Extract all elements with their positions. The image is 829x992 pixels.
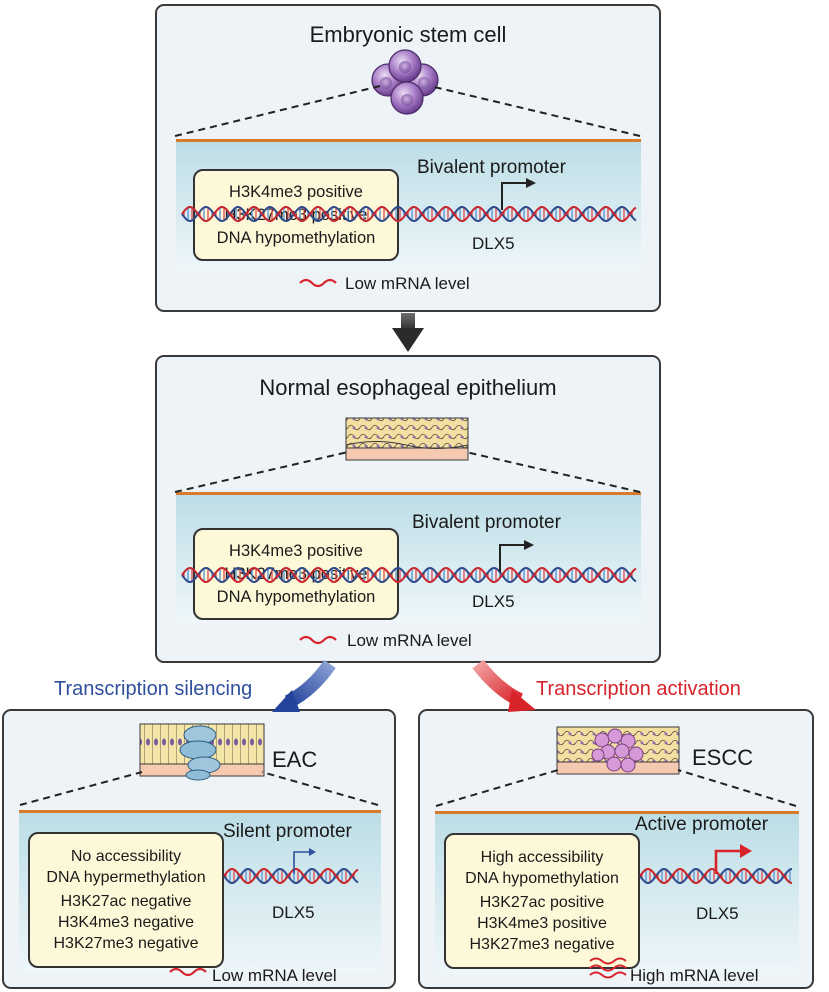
info-line: H3K4me3 negative xyxy=(57,914,195,931)
arrowhead-icon xyxy=(309,848,316,856)
arrowhead-icon xyxy=(740,844,752,858)
zoom-line-right xyxy=(677,769,797,807)
mrna-level-label: Low mRNA level xyxy=(345,274,470,293)
panel-title: Embryonic stem cell xyxy=(309,22,507,47)
promoter-arrow-icon xyxy=(499,544,526,572)
gene-label: DLX5 xyxy=(272,903,315,922)
epigenetic-marks-box: High accessibility DNA hypomethylation H… xyxy=(444,833,640,969)
mrna-wave-icon xyxy=(299,278,337,288)
arrowhead-icon xyxy=(524,540,534,550)
panel-eac: EAC No accessibility DNA hypermethylatio… xyxy=(2,709,396,989)
escc-tissue-icon xyxy=(556,726,680,775)
dna-strand xyxy=(181,205,637,223)
promoter-label: Bivalent promoter xyxy=(417,157,566,178)
stem-cell-cluster-icon xyxy=(371,49,439,115)
mrna-level-label: Low mRNA level xyxy=(347,631,472,650)
gene-label: DLX5 xyxy=(696,904,739,923)
zoom-line-left xyxy=(19,771,143,806)
mrna-level-label: High mRNA level xyxy=(630,966,759,985)
zoom-line-right xyxy=(261,771,379,806)
info-line: H3K27me3 negative xyxy=(53,935,199,952)
info-line: H3K4me3 positive xyxy=(229,182,363,201)
panel-title: ESCC xyxy=(692,745,754,770)
transcription-silencing-label: Transcription silencing xyxy=(54,678,253,700)
zoom-line-left xyxy=(174,451,349,493)
promoter-label: Bivalent promoter xyxy=(412,512,561,533)
dna-helix-icon xyxy=(181,205,637,223)
mrna-level-label: Low mRNA level xyxy=(212,966,337,985)
info-line: H3K4me3 positive xyxy=(229,541,363,560)
promoter-arrow-icon xyxy=(714,849,740,874)
info-line: No accessibility xyxy=(70,848,182,865)
zoom-line-left xyxy=(174,85,381,137)
info-line: DNA hypomethylation xyxy=(216,587,376,606)
zoom-line-left xyxy=(435,769,559,807)
dna-strand xyxy=(223,867,359,885)
info-line: DNA hypomethylation xyxy=(465,870,619,887)
info-line: DNA hypomethylation xyxy=(216,228,376,247)
transcription-activation-label: Transcription activation xyxy=(536,678,741,700)
zoom-line-right xyxy=(465,451,641,493)
silencing-arrowhead-icon xyxy=(272,690,300,712)
mrna-waves-high-icon xyxy=(589,957,627,979)
dna-strand xyxy=(639,867,793,885)
normal-epithelium-tissue-icon xyxy=(345,417,469,461)
info-line: DNA hypermethylation xyxy=(46,869,206,886)
dna-strand xyxy=(181,205,637,223)
zoom-line-right xyxy=(429,85,641,137)
dna-helix-icon xyxy=(223,867,359,885)
panel-title: EAC xyxy=(272,747,318,772)
promoter-label: Active promoter xyxy=(635,814,769,835)
promoter-label: Silent promoter xyxy=(223,821,352,842)
dna-strand xyxy=(181,566,637,584)
panel-title: Normal esophageal epithelium xyxy=(259,375,557,400)
info-line: High accessibility xyxy=(480,849,604,866)
epigenetic-marks-box: No accessibility DNA hypermethylation H3… xyxy=(28,832,224,968)
info-line: H3K27ac negative xyxy=(60,893,192,910)
info-line: H3K27me3 negative xyxy=(469,936,615,953)
dna-helix-icon xyxy=(181,566,637,584)
promoter-arrow-icon xyxy=(293,851,310,874)
down-arrow-icon xyxy=(392,313,424,352)
panel-normal-epithelium: Normal esophageal epithelium H3K4me3 pos… xyxy=(155,355,661,663)
promoter-arrow-icon xyxy=(501,182,528,210)
gene-label: DLX5 xyxy=(472,592,515,611)
silencing-arrow-icon xyxy=(284,659,336,709)
activation-arrowhead-icon xyxy=(508,690,536,712)
info-line: H3K27ac positive xyxy=(479,894,605,911)
info-line: H3K4me3 positive xyxy=(477,915,607,932)
mrna-wave-icon xyxy=(299,635,337,645)
eac-tissue-icon xyxy=(139,723,265,781)
gene-label: DLX5 xyxy=(472,234,515,253)
dna-strand xyxy=(181,566,637,584)
arrowhead-icon xyxy=(526,178,536,188)
mrna-wave-icon xyxy=(169,967,207,977)
